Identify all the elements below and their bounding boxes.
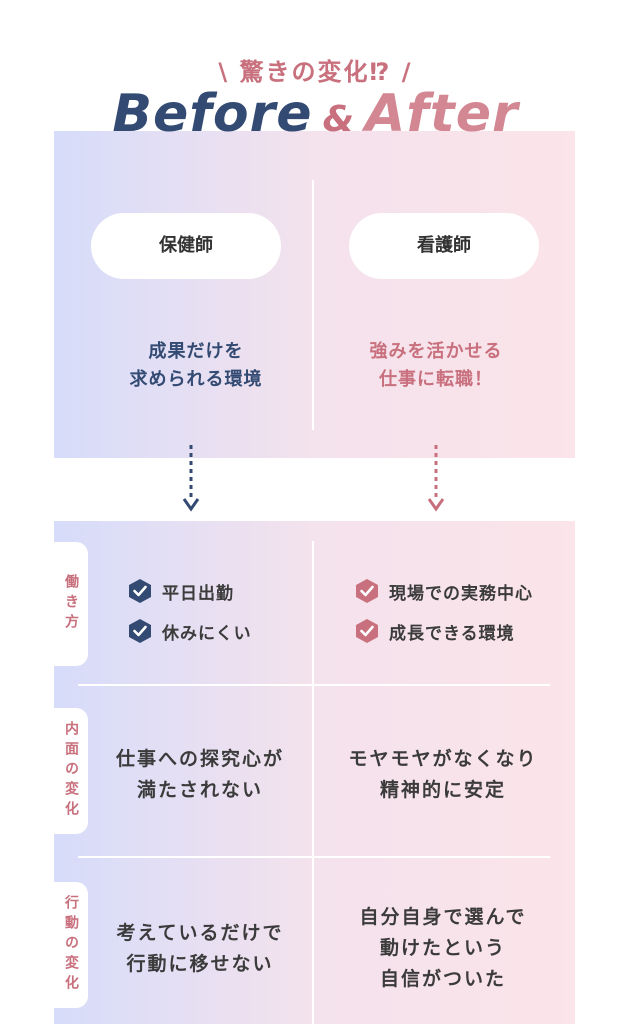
hexagon-check-icon (129, 619, 151, 643)
top-column-divider (312, 180, 314, 430)
role-before-pill: 保健師 (91, 213, 281, 279)
headline-ampersand: & (322, 99, 355, 140)
dotted-arrow-down-icon (427, 445, 445, 512)
after-inner-change-text: モヤモヤがなくなり 精神的に安定 (348, 748, 538, 801)
headline-after: After (364, 84, 519, 144)
row-label-action-change: 行動の変化 (54, 882, 88, 1008)
before-check-item: 平日出勤 (128, 576, 234, 606)
after-lead-text: 強みを活かせる 仕事に転職！ (306, 338, 566, 394)
row-divider (78, 856, 550, 858)
after-lead-line-1: 強みを活かせる (369, 341, 503, 362)
hexagon-check-icon (356, 579, 378, 603)
dotted-arrow-down-icon (182, 445, 200, 512)
before-lead-line-2: 求められる環境 (129, 369, 263, 390)
before-lead-line-1: 成果だけを (148, 341, 244, 362)
detail-column-divider (312, 541, 314, 1024)
before-check-item: 休みにくい (128, 616, 252, 646)
before-action-change-text: 考えているだけで 行動に移せない (116, 922, 284, 975)
row-label-work-style: 働き方 (54, 542, 88, 666)
section-eyebrow: \ 驚きの変化⁉ / (218, 58, 413, 86)
after-action-change-text: 自分自身で選んで 動けたという 自信がついた (359, 906, 527, 990)
hexagon-check-icon (356, 619, 378, 643)
before-item-label: 平日出勤 (162, 583, 234, 604)
before-item-label: 休みにくい (162, 623, 252, 644)
after-item-label: 成長できる環境 (389, 623, 515, 644)
before-lead-text: 成果だけを 求められる環境 (66, 338, 326, 394)
after-item-label: 現場での実務中心 (389, 583, 533, 604)
row-divider (78, 684, 550, 686)
comparison-detail-panel (54, 521, 575, 1024)
before-after-headline: Before&After (0, 84, 631, 154)
after-check-item: 成長できる環境 (355, 616, 515, 646)
after-check-item: 現場での実務中心 (355, 576, 533, 606)
hexagon-check-icon (129, 579, 151, 603)
comparison-top-panel (54, 131, 575, 458)
headline-before: Before (112, 84, 313, 144)
role-after-pill: 看護師 (349, 213, 539, 279)
after-lead-line-2: 仕事に転職！ (379, 369, 493, 390)
before-inner-change-text: 仕事への探究心が 満たされない (115, 748, 284, 801)
row-label-inner-change: 内面の変化 (54, 708, 88, 834)
